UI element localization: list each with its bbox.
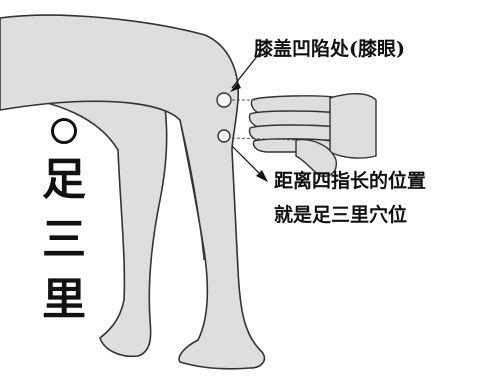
title-char-3: 里 xyxy=(42,274,86,325)
title-circle-icon xyxy=(51,118,77,144)
vertical-title: 足 三 里 xyxy=(38,116,90,330)
knee-eye-marker xyxy=(216,92,232,108)
knee-arrowhead xyxy=(230,82,241,92)
zusanli-dashed-guide xyxy=(231,137,297,141)
distance-label-line2: 就是足三里穴位 xyxy=(274,204,408,226)
zusanli-marker xyxy=(217,129,231,143)
knee-arrow-line xyxy=(231,49,263,89)
title-char-2: 三 xyxy=(42,214,86,265)
distance-label-line1: 距离四指长的位置 xyxy=(274,170,427,192)
zusanli-arrowhead xyxy=(256,170,268,182)
zusanli-arrow-line xyxy=(231,145,263,177)
front-leg xyxy=(0,14,266,370)
knee-hollow-label: 膝盖凹陷处(膝眼) xyxy=(254,38,405,60)
shin-line xyxy=(179,119,205,261)
title-char-1: 足 xyxy=(42,154,86,205)
hand xyxy=(248,93,377,178)
